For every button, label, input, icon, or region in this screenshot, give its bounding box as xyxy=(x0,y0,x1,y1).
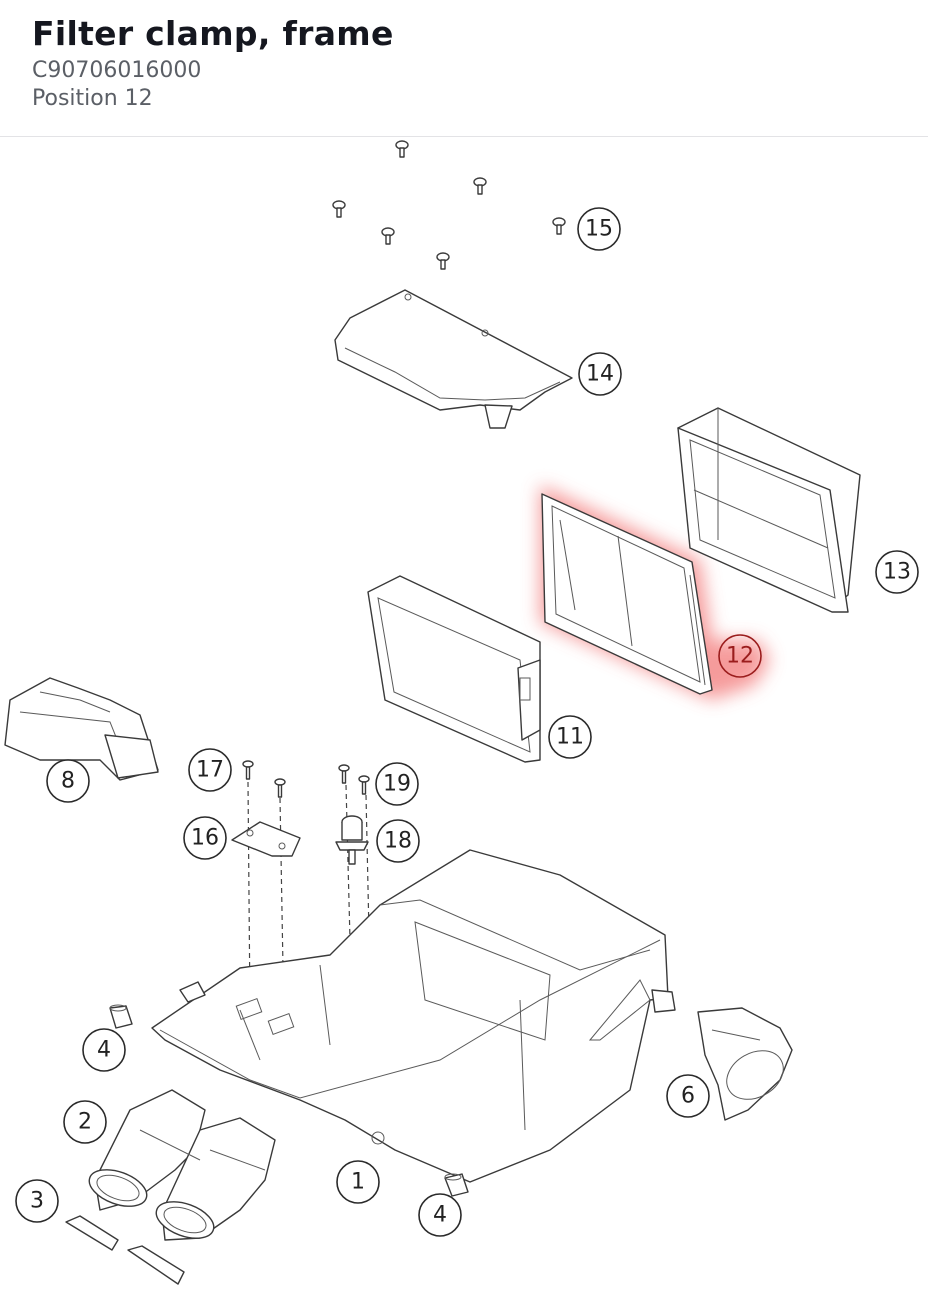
filter-support-11[interactable] xyxy=(367,575,541,763)
svg-text:18: 18 xyxy=(384,829,412,854)
air-filter-13[interactable] xyxy=(677,407,861,613)
rubber-bush-4a[interactable] xyxy=(109,1004,133,1029)
filter-frame-12[interactable] xyxy=(541,493,713,695)
header: Filter clamp, frame C90706016000 Positio… xyxy=(0,0,928,137)
callout-17[interactable]: 17 xyxy=(188,748,232,792)
intake-boot-6[interactable] xyxy=(697,1007,793,1121)
page-title: Filter clamp, frame xyxy=(32,14,394,53)
intake-boot-8[interactable] xyxy=(4,677,159,781)
svg-text:11: 11 xyxy=(556,725,584,750)
callout-11[interactable]: 11 xyxy=(548,715,592,759)
position-label: Position 12 xyxy=(32,86,153,111)
svg-text:3: 3 xyxy=(30,1189,44,1214)
callout-8[interactable]: 8 xyxy=(46,759,90,803)
svg-text:15: 15 xyxy=(585,217,613,242)
screws-17[interactable] xyxy=(242,760,286,798)
callout-4a[interactable]: 4 xyxy=(82,1028,126,1072)
callout-1[interactable]: 1 xyxy=(336,1160,380,1204)
callout-2[interactable]: 2 xyxy=(63,1100,107,1144)
svg-text:1: 1 xyxy=(351,1170,365,1195)
airbox-housing-1[interactable] xyxy=(151,849,676,1183)
callout-16[interactable]: 16 xyxy=(183,816,227,860)
callout-4b[interactable]: 4 xyxy=(418,1193,462,1237)
callout-18[interactable]: 18 xyxy=(376,819,420,863)
svg-text:8: 8 xyxy=(61,769,75,794)
bracket-16[interactable] xyxy=(231,821,301,857)
callout-12[interactable]: 12 xyxy=(718,634,762,678)
exploded-parts-diagram: 15 14 13 12 11 8 17 19 16 18 4 2 6 1 3 4 xyxy=(4,140,919,1285)
part-number: C90706016000 xyxy=(32,58,202,83)
svg-text:13: 13 xyxy=(883,560,911,585)
svg-text:6: 6 xyxy=(681,1084,695,1109)
svg-text:14: 14 xyxy=(586,362,614,387)
callout-3[interactable]: 3 xyxy=(15,1179,59,1223)
screw-set-15[interactable] xyxy=(332,140,566,270)
svg-text:4: 4 xyxy=(97,1038,111,1063)
rubber-bush-4b[interactable] xyxy=(444,1173,469,1197)
screws-19[interactable] xyxy=(338,764,370,795)
callout-15[interactable]: 15 xyxy=(577,207,621,251)
svg-text:12: 12 xyxy=(726,644,754,669)
sensor-18[interactable] xyxy=(335,815,369,865)
svg-text:4: 4 xyxy=(433,1203,447,1228)
intake-funnels-2[interactable] xyxy=(84,1089,276,1245)
airbox-cover-14[interactable] xyxy=(334,289,573,429)
svg-text:2: 2 xyxy=(78,1110,92,1135)
hose-clamps-3[interactable] xyxy=(65,1215,185,1285)
svg-text:17: 17 xyxy=(196,758,224,783)
callout-6[interactable]: 6 xyxy=(666,1074,710,1118)
callout-14[interactable]: 14 xyxy=(578,352,622,396)
callout-13[interactable]: 13 xyxy=(875,550,919,594)
callout-19[interactable]: 19 xyxy=(375,762,419,806)
svg-text:19: 19 xyxy=(383,772,411,797)
svg-text:16: 16 xyxy=(191,826,219,851)
